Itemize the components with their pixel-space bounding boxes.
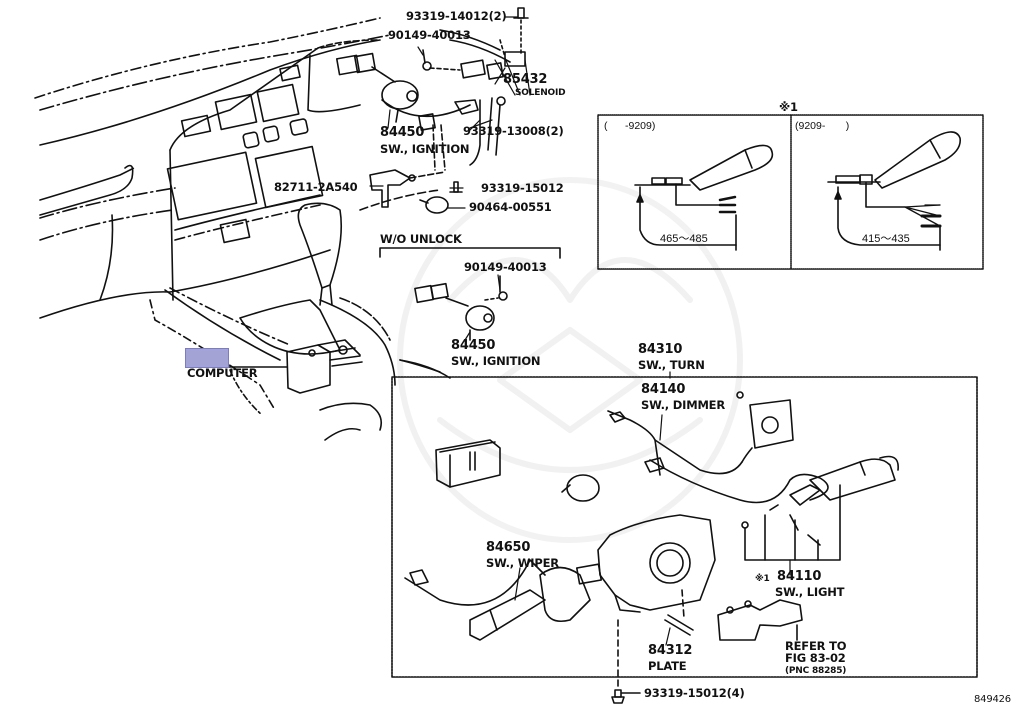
part-84650[interactable]: 84650 — [486, 540, 531, 555]
wo-unlock-label: W/O UNLOCK — [380, 232, 462, 246]
ignition-switch-label-upper: SW., IGNITION — [380, 142, 470, 156]
highlight-box — [185, 348, 229, 368]
computer-label[interactable]: COMPUTER — [187, 366, 258, 380]
leader-lines — [369, 16, 791, 646]
part-93319-14012[interactable]: 93319-14012(2) — [406, 9, 507, 23]
plate-label: PLATE — [648, 659, 687, 673]
part-93319-15012[interactable]: 93319-15012 — [481, 181, 564, 195]
part-84310[interactable]: 84310 — [638, 342, 683, 357]
part-90149-40013-unlock[interactable]: 90149-40013 — [464, 260, 547, 274]
part-84450-unlock[interactable]: 84450 — [451, 338, 496, 353]
part-84140[interactable]: 84140 — [641, 382, 686, 397]
inset-left-dimension: 465～485 — [660, 233, 708, 245]
inset-panel-right-title: (9209- ) — [795, 120, 850, 132]
combination-switch-box — [391, 376, 978, 704]
part-82711-2A540[interactable]: 82711-2A540 — [274, 180, 358, 194]
ignition-switch-label-unlock: SW., IGNITION — [451, 354, 541, 368]
inset-marker: ※1 — [779, 100, 798, 114]
ignition-switch-upper — [335, 7, 531, 214]
turn-switch-label: SW., TURN — [638, 358, 705, 372]
part-84110[interactable]: 84110 — [777, 569, 822, 584]
inset-right-dimension: 415～435 — [862, 233, 910, 245]
part-90464-00551[interactable]: 90464-00551 — [469, 200, 552, 214]
wiper-switch-label: SW., WIPER — [486, 556, 559, 570]
part-90149-40013-upper[interactable]: 90149-40013 — [388, 28, 471, 42]
inset-panel-left-title: ( -9209) — [604, 120, 656, 132]
solenoid-label: SOLENOID — [515, 88, 566, 98]
figure-id: 849426 — [974, 694, 1011, 705]
part-84312[interactable]: 84312 — [648, 643, 693, 658]
light-switch-note-marker: ※1 — [755, 574, 770, 584]
dimmer-switch-label: SW., DIMMER — [641, 398, 725, 412]
part-93319-13008[interactable]: 93319-13008(2) — [463, 124, 564, 138]
inset-box — [597, 114, 984, 270]
refer-fig-link[interactable]: FIG 83-02 — [785, 651, 846, 665]
part-84450-upper[interactable]: 84450 — [380, 125, 425, 140]
refer-to-label: REFER TO — [785, 639, 847, 653]
part-93319-15012-4[interactable]: 93319-15012(4) — [644, 686, 745, 700]
part-85432[interactable]: 85432 — [503, 72, 548, 87]
refer-pnc-label: (PNC 88285) — [785, 666, 847, 676]
wo-unlock-group — [379, 247, 561, 379]
dashboard-outline — [34, 17, 441, 441]
light-switch-label: SW., LIGHT — [775, 585, 845, 599]
